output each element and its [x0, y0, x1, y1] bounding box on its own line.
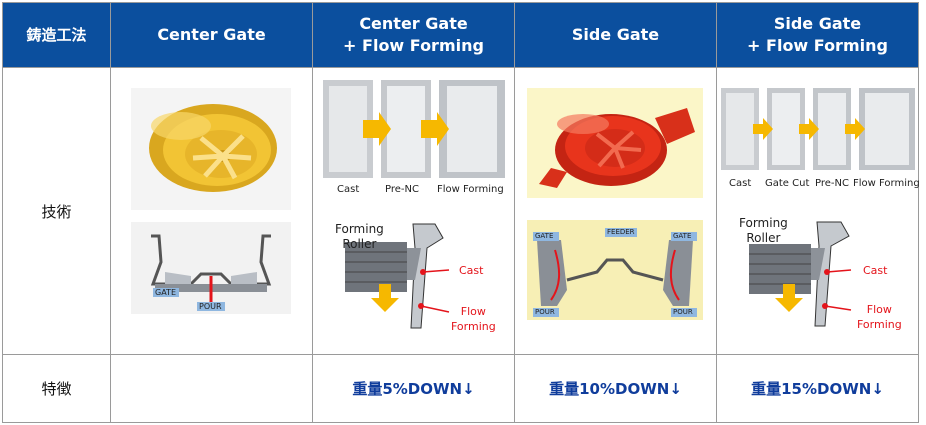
center-gate-technique-cell: GATE POUR	[110, 67, 313, 355]
header-side-gate-ff-line1: Side Gate	[773, 14, 862, 33]
center-gate-feature-cell	[110, 354, 313, 423]
side-step-pre-nc: Pre-NC	[815, 178, 849, 189]
step-pre-nc: Pre-NC	[385, 184, 419, 195]
side-gate-feature: 重量10%DOWN↓	[514, 354, 717, 423]
side-gate-tag-right: GATE	[673, 232, 692, 240]
side-flow-forming-diagram	[749, 221, 852, 327]
red-wheel-image	[527, 88, 703, 198]
technique-row: 技術	[2, 67, 920, 355]
side-pour-tag-right: POUR	[673, 308, 693, 316]
center-gate-mold-diagram	[131, 222, 291, 314]
header-center-gate-ff-line2: + Flow Forming	[343, 36, 484, 55]
side-gate-ff-technique-cell: Cast Gate Cut Pre-NC Flow Forming Formi	[716, 67, 920, 355]
header-side-gate-ff-line2: + Flow Forming	[747, 36, 888, 55]
flow-forming-diagram	[345, 223, 450, 329]
header-side-gate: Side Gate	[514, 2, 717, 68]
pour-tag: POUR	[199, 302, 222, 311]
yellow-wheel-image	[131, 88, 291, 210]
header-center-gate: Center Gate	[110, 2, 313, 68]
feature-label: 特徴	[2, 354, 111, 423]
header-center-gate-ff-line1: Center Gate	[359, 14, 468, 33]
header-center-gate-flow-forming: Center Gate + Flow Forming	[312, 2, 515, 68]
side-step-cast: Cast	[729, 178, 752, 189]
feature-row: 特徴 重量5%DOWN↓ 重量10%DOWN↓ 重量15%DOWN↓	[2, 354, 919, 423]
side-gate-ff-feature: 重量15%DOWN↓	[716, 354, 919, 423]
side-flow-forming-annotation: Flow Forming	[857, 303, 902, 331]
feeder-tag: FEEDER	[607, 228, 635, 236]
side-step-gate-cut: Gate Cut	[765, 178, 810, 189]
side-pour-tag-left: POUR	[535, 308, 555, 316]
header-row: 鋳造工法 Center Gate Center Gate + Flow Form…	[2, 2, 919, 68]
side-step-flow-forming: Flow Forming	[853, 178, 920, 189]
header-side-gate-flow-forming: Side Gate + Flow Forming	[716, 2, 919, 68]
center-gate-ff-technique-cell: Cast Pre-NC Flow Forming Forming Roller	[312, 67, 515, 355]
technique-label: 技術	[2, 67, 111, 355]
process-sequence-image	[323, 80, 505, 178]
gate-tag: GATE	[155, 288, 176, 297]
flow-forming-annotation: Flow Forming	[451, 305, 496, 333]
side-cast-annotation: Cast	[863, 264, 888, 277]
side-forming-roller-label: Forming Roller	[739, 216, 788, 245]
side-gate-tag-left: GATE	[535, 232, 554, 240]
step-flow-forming: Flow Forming	[437, 184, 504, 195]
header-casting-method: 鋳造工法	[2, 2, 111, 68]
center-gate-ff-feature: 重量5%DOWN↓	[312, 354, 515, 423]
side-gate-technique-cell: GATE FEEDER GATE POUR POUR	[514, 67, 717, 355]
forming-roller-label: Forming Roller	[335, 222, 384, 251]
side-gate-mold-diagram	[527, 220, 703, 320]
side-process-sequence-image	[721, 88, 915, 170]
cast-annotation: Cast	[459, 264, 484, 277]
step-cast: Cast	[337, 184, 360, 195]
